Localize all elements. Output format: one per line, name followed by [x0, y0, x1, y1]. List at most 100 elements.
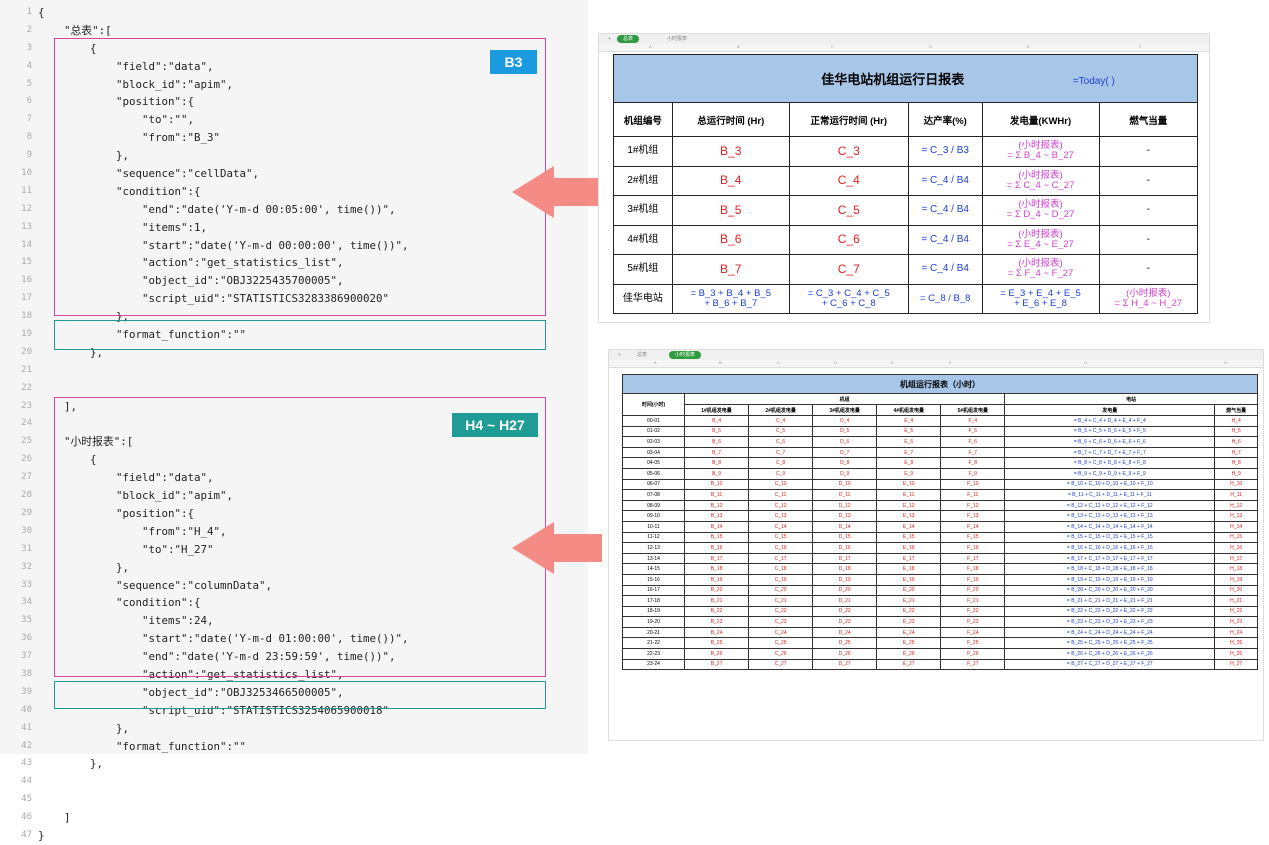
- table-cell[interactable]: 08-09: [622, 499, 685, 512]
- table-cell[interactable]: E_10: [876, 478, 942, 491]
- table-cell[interactable]: B_19: [683, 573, 750, 586]
- code-line[interactable]: },: [38, 149, 130, 163]
- table-cell[interactable]: B_5: [683, 425, 750, 438]
- table-cell[interactable]: B_22: [683, 605, 750, 618]
- table-cell[interactable]: F_26: [940, 648, 1006, 660]
- table-cell[interactable]: D_22: [812, 605, 878, 618]
- table-cell[interactable]: E_9: [876, 467, 942, 480]
- table-cell[interactable]: F_6: [940, 436, 1006, 448]
- table-cell[interactable]: 5#机组: [613, 254, 673, 285]
- table-cell[interactable]: D_24: [812, 626, 878, 639]
- sub-header[interactable]: 燃气当量: [1214, 404, 1258, 416]
- table-cell[interactable]: 16-17: [622, 584, 685, 597]
- group-station-header[interactable]: 电站: [1004, 393, 1258, 405]
- table-cell[interactable]: B_8: [683, 457, 750, 469]
- table-cell[interactable]: B_4: [671, 165, 790, 196]
- table-cell[interactable]: D_7: [812, 446, 878, 459]
- table-cell[interactable]: 13-14: [622, 552, 685, 565]
- table-cell[interactable]: E_16: [876, 542, 942, 554]
- code-line[interactable]: "items":24,: [38, 614, 214, 628]
- table-cell[interactable]: 佳华电站: [613, 283, 673, 314]
- table-cell[interactable]: H_13: [1214, 510, 1258, 522]
- code-line[interactable]: "script_uid":"STATISTICS3254065900018": [38, 703, 390, 717]
- table-cell[interactable]: = C_8 / B_8: [907, 283, 983, 314]
- table-cell[interactable]: C_17: [748, 552, 814, 565]
- table-cell[interactable]: = B_11 + C_11 + D_11 + E_11 + F_11: [1004, 489, 1216, 501]
- table-cell[interactable]: 01-02: [622, 425, 685, 438]
- table-cell[interactable]: E_19: [876, 573, 942, 586]
- code-line[interactable]: "action":"get_statistics_list",: [38, 667, 344, 681]
- code-line[interactable]: {: [38, 6, 45, 19]
- table-cell[interactable]: 05-06: [622, 467, 685, 480]
- table-cell[interactable]: D_21: [812, 595, 878, 607]
- table-cell[interactable]: F_27: [940, 658, 1006, 671]
- table-cell[interactable]: C_9: [748, 467, 814, 480]
- code-line[interactable]: "end":"date('Y-m-d 23:59:59', time())",: [38, 650, 396, 664]
- table-cell[interactable]: (小时报表) = Σ F_4 ~ F_27: [981, 254, 1100, 285]
- table-cell[interactable]: = C_4 / B4: [907, 224, 983, 255]
- table-cell[interactable]: C_7: [788, 254, 909, 285]
- table-cell[interactable]: E_21: [876, 595, 942, 607]
- table-cell[interactable]: H_20: [1214, 584, 1258, 597]
- table-cell[interactable]: H_26: [1214, 648, 1258, 660]
- table-cell[interactable]: 07-08: [622, 489, 685, 501]
- table-cell[interactable]: H_8: [1214, 457, 1258, 469]
- code-line[interactable]: [38, 773, 583, 791]
- table-cell[interactable]: D_19: [812, 573, 878, 586]
- code-line[interactable]: {: [38, 453, 97, 467]
- table-cell[interactable]: = B_9 + C_9 + D_9 + E_9 + F_9: [1004, 467, 1216, 480]
- table-cell[interactable]: 02-03: [622, 436, 685, 448]
- table-cell[interactable]: = B_6 + C_6 + D_6 + E_6 + F_6: [1004, 436, 1216, 448]
- table-cell[interactable]: -: [1098, 195, 1198, 226]
- code-line[interactable]: "position":{: [38, 95, 195, 109]
- table-cell[interactable]: E_26: [876, 648, 942, 660]
- table-cell[interactable]: H_6: [1214, 436, 1258, 448]
- code-line[interactable]: "items":1,: [38, 220, 208, 234]
- table-cell[interactable]: F_10: [940, 478, 1006, 491]
- table-cell[interactable]: F_25: [940, 637, 1006, 650]
- table-cell[interactable]: 20-21: [622, 626, 685, 639]
- code-line[interactable]: "sequence":"columnData",: [38, 578, 273, 592]
- table-cell[interactable]: F_19: [940, 573, 1006, 586]
- sub-header[interactable]: 发电量: [1004, 404, 1216, 416]
- table-cell[interactable]: D_27: [812, 658, 878, 671]
- table-cell[interactable]: C_24: [748, 626, 814, 639]
- table-cell[interactable]: 1#机组: [613, 136, 673, 167]
- table-cell[interactable]: C_6: [788, 224, 909, 255]
- table-cell[interactable]: D_20: [812, 584, 878, 597]
- table-cell[interactable]: B_11: [683, 489, 750, 501]
- column-header[interactable]: 达产率(%): [907, 102, 983, 137]
- table-cell[interactable]: = B_12 + C_12 + D_12 + E_12 + F_12: [1004, 499, 1216, 512]
- table-cell[interactable]: B_3: [671, 136, 790, 167]
- table-cell[interactable]: = C_4 / B4: [907, 254, 983, 285]
- code-line[interactable]: },: [38, 560, 130, 574]
- table-cell[interactable]: D_17: [812, 552, 878, 565]
- column-header[interactable]: 机组编号: [613, 102, 673, 137]
- table-cell[interactable]: C_26: [748, 648, 814, 660]
- code-line[interactable]: "to":"H_27": [38, 542, 214, 556]
- table-cell[interactable]: F_13: [940, 510, 1006, 522]
- table-cell[interactable]: C_23: [748, 616, 814, 628]
- table-cell[interactable]: D_15: [812, 531, 878, 544]
- table-cell[interactable]: D_8: [812, 457, 878, 469]
- table-cell[interactable]: = B_8 + C_8 + D_8 + E_8 + F_8: [1004, 457, 1216, 469]
- table-cell[interactable]: H_12: [1214, 499, 1258, 512]
- code-line[interactable]: "object_id":"OBJ3253466500005",: [38, 685, 344, 699]
- table-cell[interactable]: 11-12: [622, 531, 685, 544]
- table-cell[interactable]: H_15: [1214, 531, 1258, 544]
- table-cell[interactable]: C_3: [788, 136, 909, 167]
- table-cell[interactable]: H_21: [1214, 595, 1258, 607]
- table-cell[interactable]: 10-11: [622, 520, 685, 533]
- sub-header[interactable]: 3#机组发电量: [812, 404, 878, 416]
- table-cell[interactable]: (小时报表) = Σ C_4 ~ C_27: [981, 165, 1100, 196]
- table-cell[interactable]: (小时报表) = Σ E_4 ~ E_27: [981, 224, 1100, 255]
- table-cell[interactable]: 2#机组: [613, 165, 673, 196]
- table-cell[interactable]: E_20: [876, 584, 942, 597]
- table-cell[interactable]: B_24: [683, 626, 750, 639]
- table-cell[interactable]: H_25: [1214, 637, 1258, 650]
- table-cell[interactable]: F_9: [940, 467, 1006, 480]
- table-cell[interactable]: 12-13: [622, 542, 685, 554]
- table-cell[interactable]: H_27: [1214, 658, 1258, 671]
- table-cell[interactable]: = B_27 + C_27 + D_27 + E_27 + F_27: [1004, 658, 1216, 671]
